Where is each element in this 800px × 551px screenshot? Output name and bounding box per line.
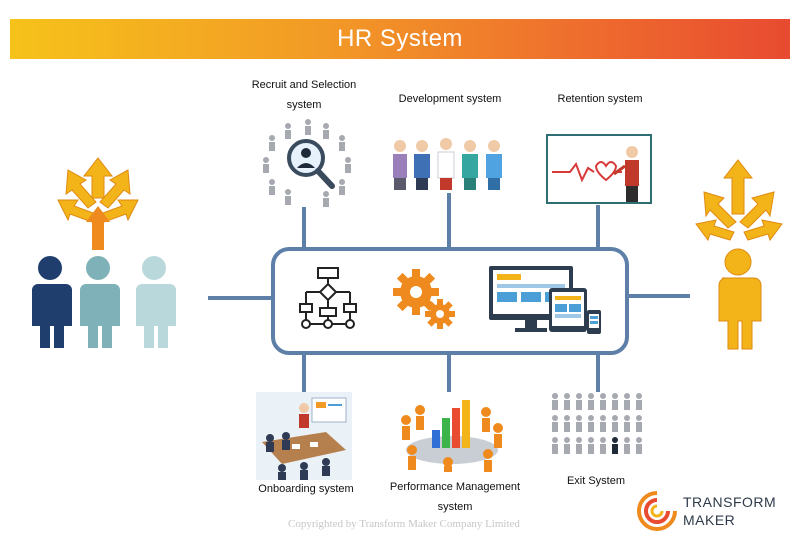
- employees-group-icon: [32, 157, 176, 348]
- retention-heartbeat-icon: [546, 134, 652, 204]
- growth-person-icon: [695, 159, 783, 350]
- development-team-icon: [393, 138, 502, 190]
- transform-maker-logo-icon: [637, 491, 677, 531]
- development-system-label: Development system: [398, 93, 502, 105]
- devices-icon: [489, 266, 601, 334]
- recruit-system-label: Recruit and Selection system: [251, 79, 357, 111]
- performance-system-label: Performance Management system: [389, 481, 521, 513]
- exit-system-label: Exit System: [566, 475, 626, 487]
- onboarding-meeting-icon: [256, 392, 352, 480]
- gears-icon: [393, 269, 455, 329]
- retention-system-label: Retention system: [557, 93, 643, 105]
- onboarding-system-label: Onboarding system: [258, 483, 354, 495]
- exit-people-icon: [552, 393, 642, 454]
- recruit-search-icon: [263, 119, 351, 207]
- title-banner: HR System: [10, 19, 790, 59]
- flowchart-icon: [299, 267, 357, 329]
- brand-line-1: TRANSFORM: [683, 494, 777, 510]
- page-title: HR System: [337, 25, 463, 52]
- copyright-text: Copyrighted by Transform Maker Company L…: [288, 518, 520, 530]
- brand-line-2: MAKER: [683, 512, 736, 528]
- performance-chart-icon: [401, 400, 503, 472]
